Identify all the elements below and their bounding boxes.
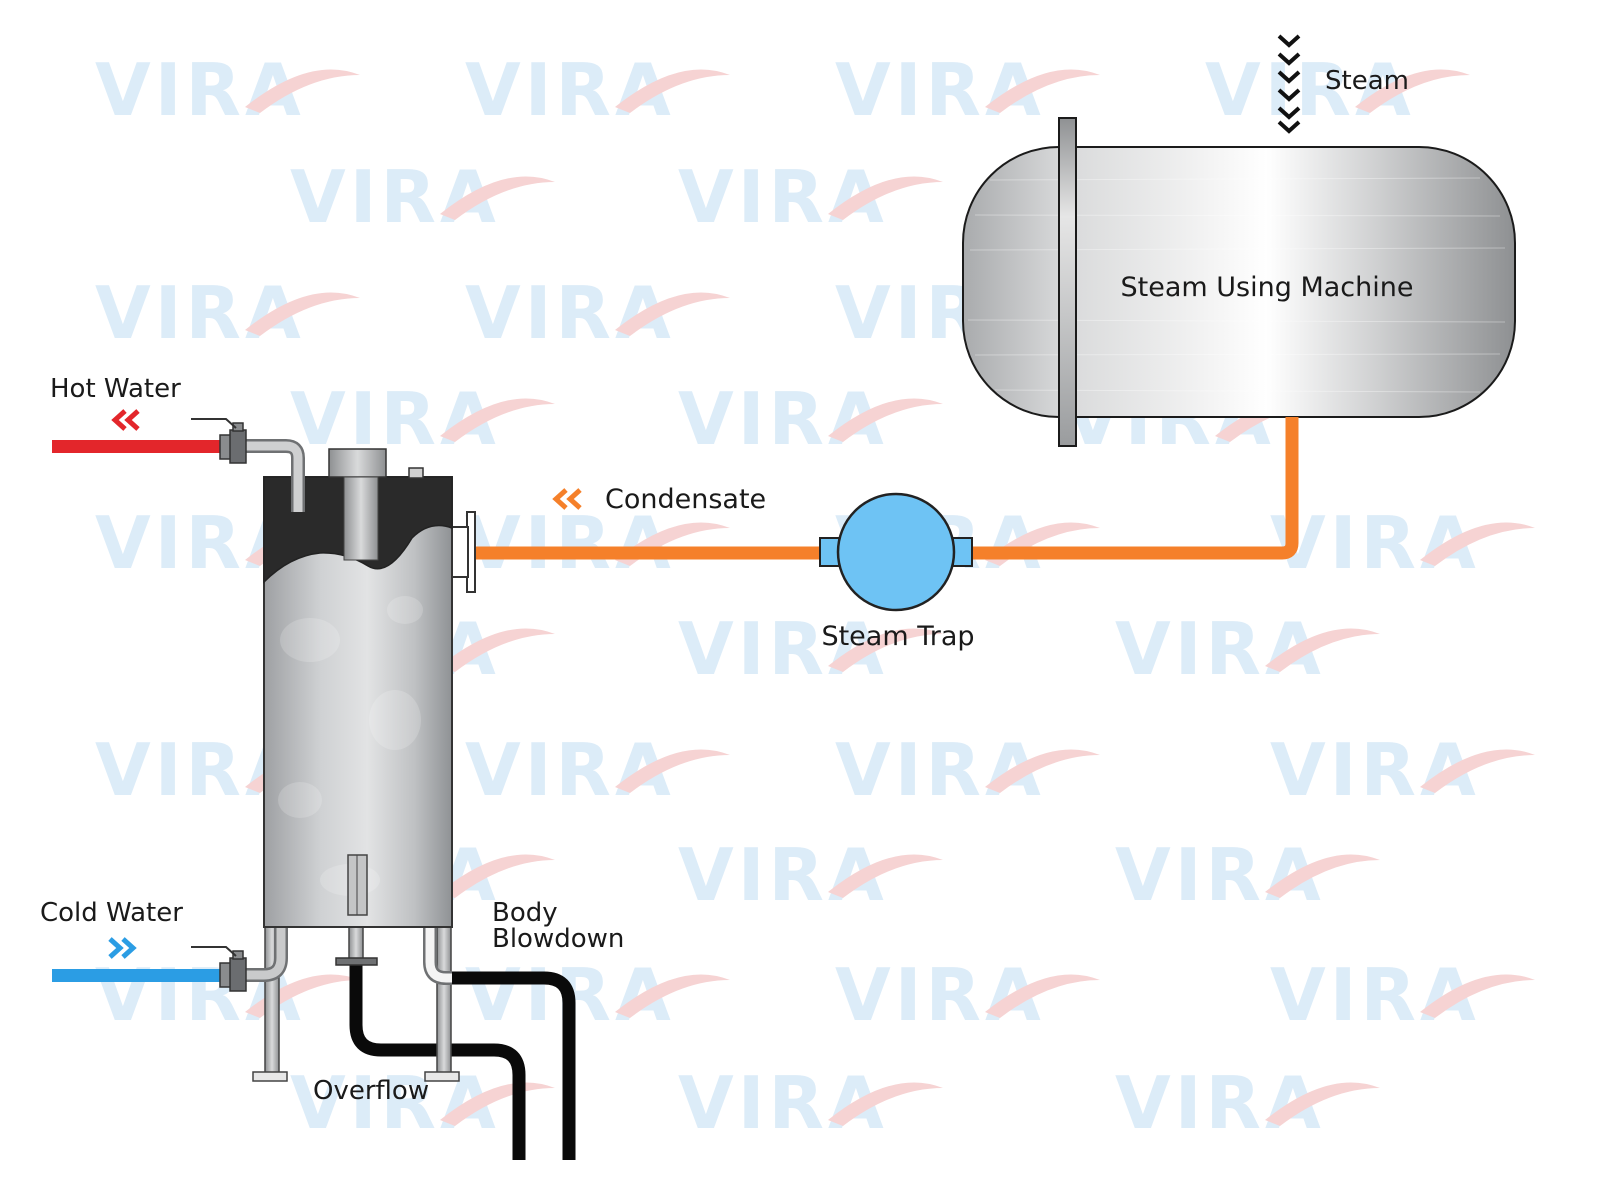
svg-text:VIRA: VIRA [465,271,675,355]
vira-watermark-logo: VIRA [678,1061,943,1145]
tank-bottom-fittings [245,924,460,1082]
tank-vent-nozzle [328,448,387,478]
vira-watermark-logo: VIRA [1115,1061,1380,1145]
cold-water-valve [191,946,247,992]
hot-water-label: Hot Water [50,374,181,404]
svg-text:VIRA: VIRA [1115,1061,1325,1145]
vira-watermark-logo: VIRA [1115,833,1380,917]
svg-text:VIRA: VIRA [678,607,888,691]
tank-vent-dip-tube [343,476,379,561]
svg-text:VIRA: VIRA [835,48,1045,132]
cold-water-pipe [52,969,221,982]
svg-text:VIRA: VIRA [465,728,675,812]
tank-leg-right-foot [424,1071,460,1082]
svg-text:VIRA: VIRA [1115,607,1325,691]
svg-text:VIRA: VIRA [290,1061,500,1145]
condensate-flow-arrows [552,488,582,510]
vira-watermark-logo: VIRA [465,501,730,585]
machine-flange [1058,117,1077,447]
cold-water-label: Cold Water [40,898,183,928]
vira-watermark-logo: VIRA [1115,607,1380,691]
body-blowdown-label-line2: Blowdown [492,924,624,954]
body-blowdown-label-line1: Body [492,898,558,928]
vira-watermark-logo: VIRA [835,48,1100,132]
vira-watermark-logo: VIRA [95,271,360,355]
svg-text:VIRA: VIRA [678,833,888,917]
hot-water-pipe [52,440,221,453]
svg-text:VIRA: VIRA [95,271,305,355]
vira-watermark-logo: VIRA [465,271,730,355]
steam-trap-body [836,492,956,612]
svg-text:VIRA: VIRA [678,155,888,239]
vira-watermark-logo: VIRA [835,728,1100,812]
svg-text:VIRA: VIRA [1270,501,1480,585]
svg-text:VIRA: VIRA [95,48,305,132]
svg-text:VIRA: VIRA [290,377,500,461]
vira-watermark-logo: VIRA [835,953,1100,1037]
vira-watermark-logo: VIRA [465,48,730,132]
steam-inlet-arrows [1277,34,1301,134]
vira-watermark-logo: VIRA [465,953,730,1037]
svg-text:VIRA: VIRA [1205,48,1415,132]
steam-label: Steam [1325,66,1409,96]
vira-watermark-logo: VIRA [290,377,555,461]
vira-watermark-logo: VIRA [290,155,555,239]
flash-recovery-tank [263,448,453,928]
svg-text:VIRA: VIRA [1270,953,1480,1037]
svg-text:VIRA: VIRA [678,377,888,461]
svg-text:VIRA: VIRA [465,48,675,132]
condensate-pipe [476,417,1299,560]
vira-watermark-logo: VIRA [678,607,943,691]
svg-text:VIRA: VIRA [290,155,500,239]
machine-label: Steam Using Machine [1121,272,1414,303]
overflow-label: Overflow [313,1076,429,1106]
overflow-stub [348,924,364,962]
svg-text:VIRA: VIRA [465,501,675,585]
vira-watermark-logo: VIRA [1270,953,1535,1037]
svg-text:VIRA: VIRA [678,1061,888,1145]
vira-watermark-logo: VIRA [95,48,360,132]
tank-leg-left-foot [252,1071,288,1082]
svg-text:VIRA: VIRA [835,728,1045,812]
blowdown-drain-pipe [450,971,576,1160]
steam-trap-label: Steam Trap [821,621,974,652]
tank-top-plug [408,467,424,479]
vira-watermark-logo: VIRA [678,155,943,239]
vira-watermark-logo: VIRA [1205,48,1470,132]
svg-text:VIRA: VIRA [835,953,1045,1037]
steam-trap-right-port [952,537,973,567]
hot-water-valve [191,418,247,464]
vira-watermark-logo: VIRA [465,728,730,812]
tank-leg-right [436,924,452,1074]
steam-using-machine: Steam Using Machine [962,117,1516,447]
steam-trap-left-port [819,537,840,567]
cold-water-flow-arrows [108,937,137,959]
steam-trap [819,492,973,612]
svg-text:VIRA: VIRA [1115,833,1325,917]
vira-watermark-logo: VIRA [290,1061,555,1145]
vira-watermark-logo: VIRA [678,833,943,917]
vira-watermark-logo: VIRA [1270,501,1535,585]
hot-water-flow-arrows [111,409,140,431]
machine-body [962,146,1516,418]
overflow-flange [335,957,378,966]
svg-text:VIRA: VIRA [1270,728,1480,812]
vira-watermark-logo: VIRA [678,377,943,461]
vira-watermark-logo: VIRA [1270,728,1535,812]
condensate-label: Condensate [605,484,766,515]
